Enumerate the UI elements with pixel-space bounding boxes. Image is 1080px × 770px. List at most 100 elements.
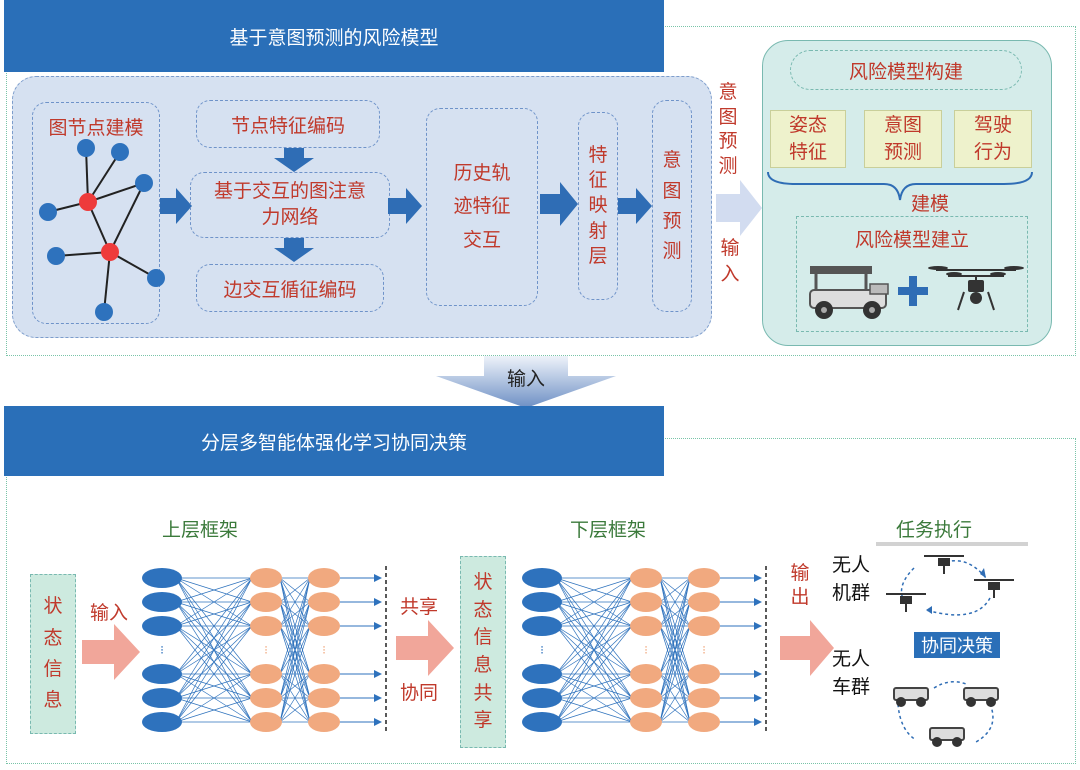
network-node (308, 664, 340, 684)
network-node (142, 688, 182, 708)
network-output-arrow (374, 694, 382, 702)
mapping-layer-box: 特征映射层 (578, 112, 618, 300)
mapping-layer-label: 特征映射层 (588, 144, 608, 267)
ugv-vehicle-icon (809, 266, 889, 319)
task-exec-underline (876, 542, 1028, 546)
network-node (250, 688, 282, 708)
network-ellipsis: ⁝ (264, 643, 268, 657)
arrow-graph-to-gat (160, 188, 192, 224)
network-node (522, 592, 562, 612)
arrow-pink-input (82, 624, 140, 680)
network-edge (279, 697, 311, 723)
coop-decision-label: 协同决策 (921, 636, 993, 657)
network-edge (175, 601, 253, 627)
network-node (308, 592, 340, 612)
network-edge (279, 577, 311, 627)
gat-box: 基于交互的图注意力网络 (190, 172, 390, 238)
state-share-box: 状态信息共享 (460, 556, 506, 748)
ugv-group-label: 无人车群 (832, 648, 871, 698)
network-output-arrow (754, 670, 762, 678)
node-feature-label: 节点特征编码 (230, 114, 345, 137)
network-edge (659, 673, 691, 699)
lower-network: ⁝⁝⁝ (522, 566, 767, 734)
risk-build-label: 风险模型构建 (848, 60, 963, 83)
uav-drone-icon (928, 266, 1024, 311)
network-edge (659, 577, 691, 675)
network-node (250, 616, 282, 636)
bottom-banner: 分层多智能体强化学习协同决策 (4, 406, 664, 476)
vehicle-icon-2 (963, 687, 999, 707)
task-exec-label: 任务执行 (895, 518, 972, 541)
network-node (250, 568, 282, 588)
network-output-arrow (754, 574, 762, 582)
side-input-label: 输入 (720, 237, 740, 285)
network-node (142, 616, 182, 636)
network-ellipsis: ⁝ (322, 643, 326, 657)
connector-label: 输入 (506, 367, 545, 390)
network-node (522, 688, 562, 708)
network-edge (555, 625, 633, 723)
drone-icon-3 (886, 593, 926, 612)
network-edge (555, 577, 633, 675)
network-node (630, 664, 662, 684)
network-edge (175, 577, 253, 603)
network-edge (555, 697, 633, 723)
network-node (688, 568, 720, 588)
arrow-history-to-mapping (540, 182, 578, 226)
network-edge (555, 673, 633, 699)
intent-model-panel (12, 76, 712, 338)
network-ellipsis: ⁝ (644, 643, 648, 657)
lower-framework-label: 下层框架 (569, 518, 646, 541)
feature-intent-label: 意图预测 (883, 114, 922, 163)
history-label: 历史轨迹特征交互 (453, 162, 511, 251)
network-edge (659, 577, 691, 723)
network-edge (175, 577, 253, 627)
network-output-arrow (374, 670, 382, 678)
network-node (308, 568, 340, 588)
network-node (142, 712, 182, 732)
network-edge (659, 577, 691, 699)
network-edge (659, 625, 691, 723)
network-edge (555, 577, 633, 699)
network-output-arrow (374, 574, 382, 582)
network-edge (175, 577, 253, 723)
network-node (630, 568, 662, 588)
network-output-arrow (754, 598, 762, 606)
network-node (630, 712, 662, 732)
vehicle-icon-3 (929, 727, 965, 747)
feature-intent: 意图预测 (864, 110, 942, 168)
risk-establish-title: 风险模型建立 (854, 228, 969, 251)
bottom-banner-title: 分层多智能体强化学习协同决策 (200, 431, 467, 454)
history-box: 历史轨迹特征交互 (426, 108, 538, 306)
network-edge (279, 577, 311, 603)
network-output-arrow (374, 622, 382, 630)
upper-framework-label: 上层框架 (161, 518, 238, 541)
network-node (688, 616, 720, 636)
state-info-box: 状态信息 (30, 574, 76, 734)
risk-build-title: 风险模型构建 (790, 50, 1022, 90)
network-edge (279, 625, 311, 723)
edge-feature-label: 边交互循征编码 (223, 278, 357, 301)
share-label: 共享 (399, 595, 438, 618)
side-intent-label: 意图预测 (718, 81, 738, 178)
network-edge (175, 673, 253, 723)
arrow-into-risk (716, 180, 762, 236)
arrow-mapping-to-intent (618, 188, 652, 224)
feature-driving: 驾驶行为 (954, 110, 1032, 168)
network-node (688, 664, 720, 684)
network-node (630, 688, 662, 708)
node-feature-box: 节点特征编码 (196, 100, 380, 148)
arrow-pink-share (396, 620, 454, 676)
feature-driving-label: 驾驶行为 (973, 114, 1012, 163)
network-node (522, 712, 562, 732)
network-edge (175, 577, 253, 675)
intent-pred-label: 意图预测 (662, 149, 682, 263)
network-ellipsis: ⁝ (160, 643, 164, 657)
input-label: 输入 (89, 601, 128, 624)
edge-feature-box: 边交互循征编码 (196, 264, 384, 312)
network-edge (555, 577, 633, 603)
network-node (522, 664, 562, 684)
network-edge (555, 673, 633, 723)
state-info-label: 状态信息 (43, 595, 63, 712)
intent-pred-box: 意图预测 (652, 100, 692, 312)
